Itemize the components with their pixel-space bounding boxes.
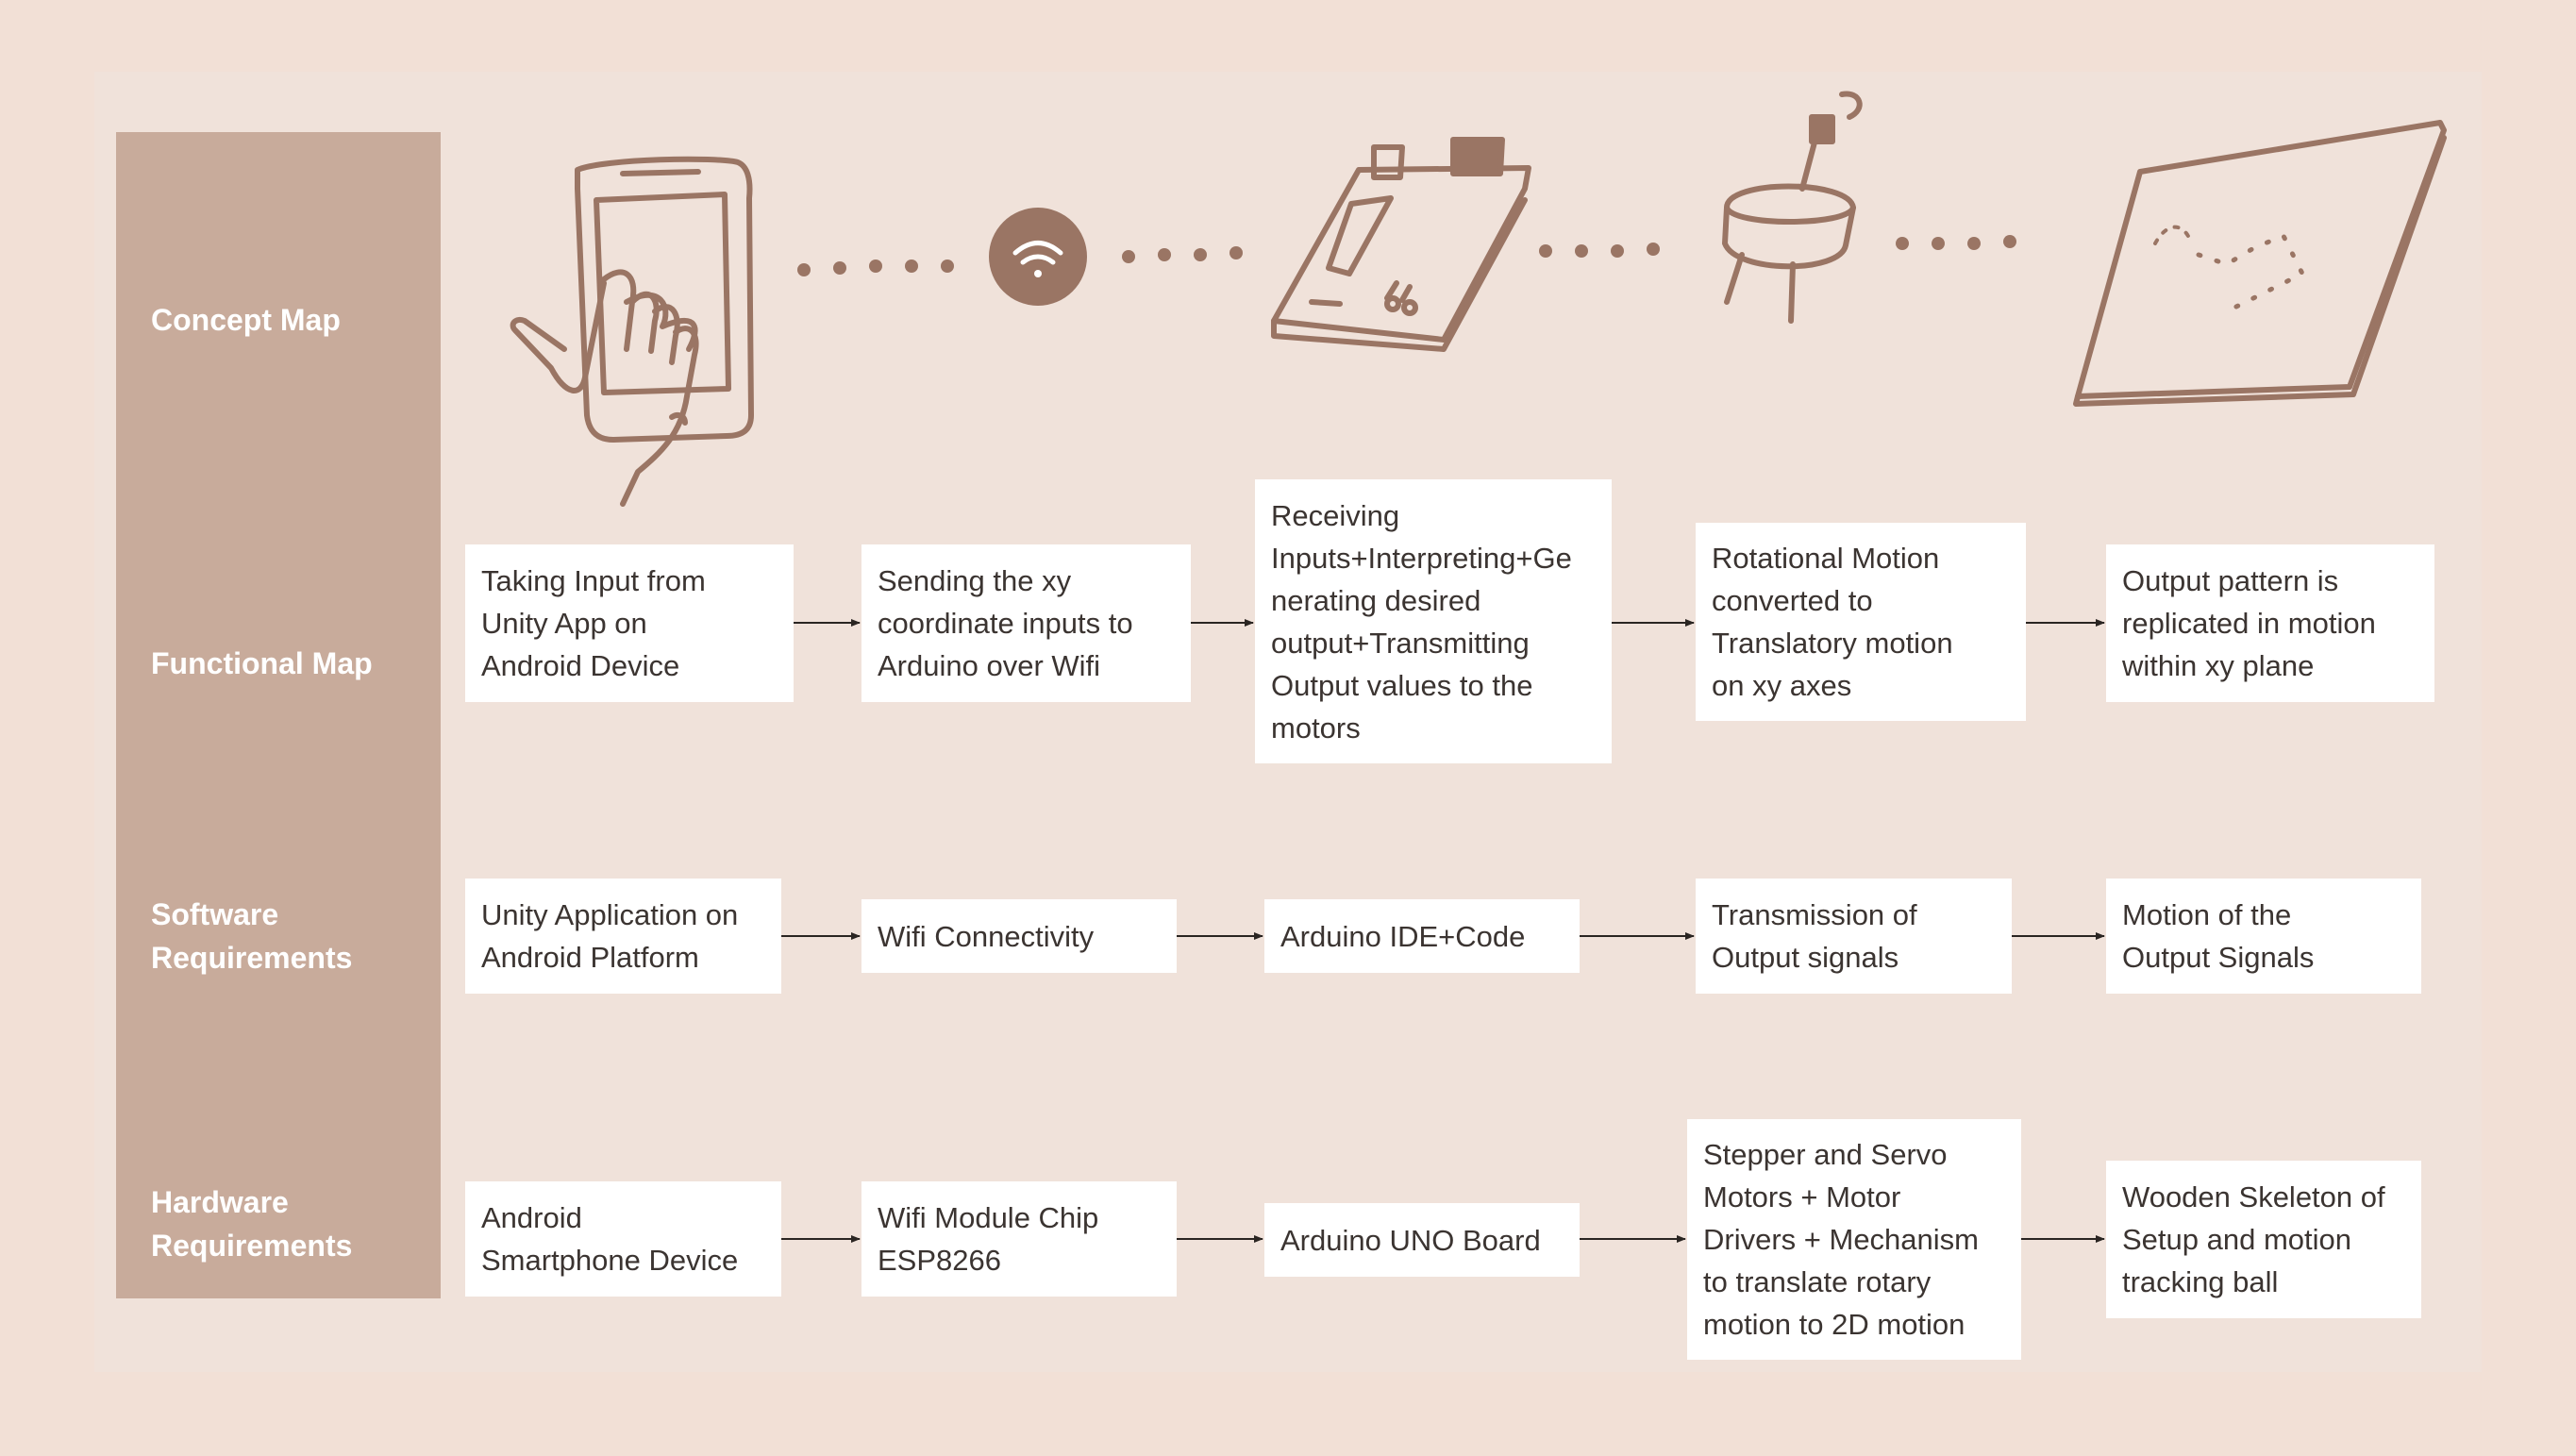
tablet-touch-icon — [510, 156, 754, 507]
functional-box-2: Sending the xy coordinate inputs to Ardu… — [861, 544, 1191, 702]
hardware-box-5: Wooden Skeleton of Setup and motion trac… — [2106, 1161, 2421, 1318]
wifi-icon — [989, 208, 1087, 306]
software-box-2: Wifi Connectivity — [861, 899, 1177, 973]
functional-box-5: Output pattern is replicated in motion w… — [2106, 544, 2434, 702]
software-box-1: Unity Application on Android Platform — [465, 879, 781, 994]
plane-board-icon — [2073, 120, 2447, 407]
row-label-software-requirements: Software Requirements — [151, 897, 353, 975]
motor-icon — [1722, 91, 1863, 324]
row-label-sidebar — [116, 132, 441, 1298]
row-label-concept-map: Concept Map — [151, 303, 341, 337]
hardware-box-1: Android Smartphone Device — [465, 1181, 781, 1297]
dotted-connectors — [797, 235, 2016, 276]
row-label-hardware-requirements: Hardware Requirements — [151, 1185, 353, 1263]
functional-box-1: Taking Input from Unity App on Android D… — [465, 544, 794, 702]
functional-box-3: Receiving Inputs+Interpreting+Ge neratin… — [1255, 479, 1612, 763]
software-box-4: Transmission of Output signals — [1696, 879, 2012, 994]
hardware-box-4: Stepper and Servo Motors + Motor Drivers… — [1687, 1119, 2021, 1360]
row-label-functional-map: Functional Map — [151, 646, 373, 680]
functional-box-4: Rotational Motion converted to Translato… — [1696, 523, 2026, 721]
software-box-5: Motion of the Output Signals — [2106, 879, 2421, 994]
arduino-board-icon — [1271, 137, 1531, 352]
software-box-3: Arduino IDE+Code — [1264, 899, 1580, 973]
hardware-box-2: Wifi Module Chip ESP8266 — [861, 1181, 1177, 1297]
hardware-box-3: Arduino UNO Board — [1264, 1203, 1580, 1277]
